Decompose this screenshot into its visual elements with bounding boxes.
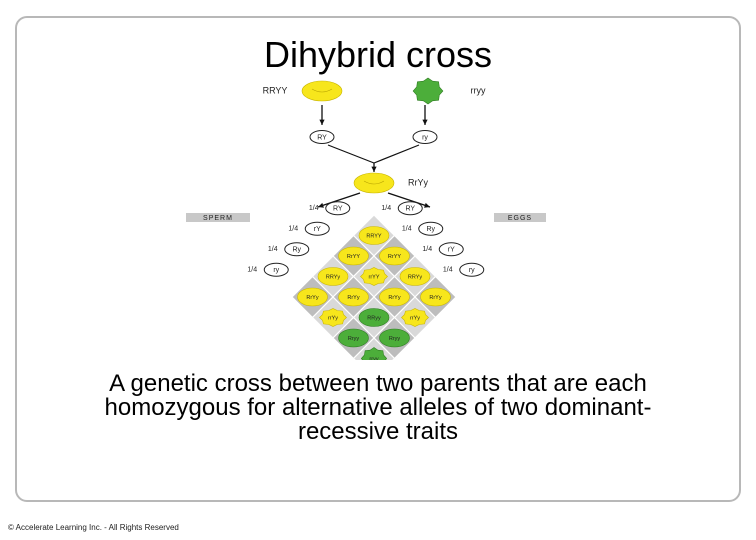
f1-arrow-right bbox=[387, 192, 431, 208]
gamete-ry-dominant bbox=[309, 130, 335, 144]
gamete-ry-dominant-label: RY bbox=[317, 134, 327, 141]
sperm-fraction: 1/4 bbox=[309, 205, 319, 212]
offspring-genotype: RrYY bbox=[347, 254, 360, 260]
sperm-gamete-label: ry bbox=[273, 267, 279, 274]
parent2-green-pea bbox=[412, 77, 444, 105]
eggs-label: EGGS bbox=[508, 215, 532, 222]
egg-gamete-label: RY bbox=[405, 206, 415, 213]
offspring-genotype: rrYY bbox=[369, 274, 380, 280]
offspring-green-wrinkled-pea bbox=[360, 347, 388, 360]
egg-gamete bbox=[459, 262, 485, 277]
sperm-fraction: 1/4 bbox=[288, 226, 298, 233]
parent2-genotype: rryy bbox=[471, 85, 486, 95]
converge-line-left bbox=[327, 144, 375, 164]
sperm-gamete-label: RY bbox=[333, 206, 343, 213]
sperm-label-bar bbox=[186, 213, 250, 222]
offspring-genotype: rrYy bbox=[410, 315, 420, 321]
f1-yellow-pea bbox=[353, 172, 395, 194]
sperm-gamete-label: Ry bbox=[292, 247, 301, 254]
offspring-green-pea bbox=[338, 328, 369, 348]
egg-fraction: 1/4 bbox=[402, 226, 412, 233]
offspring-genotype: RrYy bbox=[347, 295, 359, 301]
offspring-yellow-pea bbox=[379, 287, 410, 307]
f1-arrow-left bbox=[317, 192, 361, 208]
offspring-yellow-pea bbox=[379, 246, 410, 266]
parent2-arrow-head bbox=[422, 119, 428, 125]
egg-gamete-label: ry bbox=[469, 267, 475, 274]
offspring-genotype: RRYy bbox=[408, 274, 423, 280]
f1-arrow-right-head bbox=[424, 202, 430, 208]
f1-genotype: RrYy bbox=[408, 177, 428, 187]
offspring-yellow-pea bbox=[358, 226, 390, 245]
egg-fraction: 1/4 bbox=[422, 246, 432, 253]
egg-gamete bbox=[418, 221, 444, 236]
offspring-yellow-pea bbox=[399, 267, 431, 286]
f1-arrow-left-head bbox=[318, 202, 324, 208]
offspring-genotype: rrYy bbox=[328, 315, 338, 321]
eggs-label-bar bbox=[494, 213, 546, 222]
offspring-genotype: RrYy bbox=[306, 295, 318, 301]
sperm-gamete bbox=[325, 201, 351, 216]
egg-gamete bbox=[438, 242, 464, 257]
offspring-green-pea bbox=[358, 308, 390, 327]
offspring-genotype: RrYy bbox=[388, 295, 400, 301]
parent1-yellow-pea-crease bbox=[311, 88, 333, 93]
gamete-ry-recessive bbox=[412, 130, 438, 144]
sperm-gamete bbox=[304, 221, 330, 236]
parent1-yellow-pea bbox=[301, 80, 343, 102]
parent1-arrow-head bbox=[319, 119, 325, 125]
f1-yellow-pea-crease bbox=[363, 180, 385, 185]
offspring-genotype: RrYy bbox=[429, 295, 441, 301]
offspring-genotype: RRYy bbox=[326, 274, 341, 280]
offspring-yellow-pea bbox=[420, 287, 451, 307]
egg-gamete-label: Ry bbox=[426, 226, 435, 233]
parent1-genotype: RRYY bbox=[263, 85, 288, 95]
egg-gamete-label: rY bbox=[448, 247, 455, 254]
caption-line-2: homozygous for alternative alleles of tw… bbox=[104, 394, 652, 421]
sperm-gamete-label: rY bbox=[314, 226, 321, 233]
sperm-fraction: 1/4 bbox=[268, 246, 278, 253]
offspring-genotype: RrYY bbox=[388, 254, 401, 260]
offspring-yellow-wrinkled-pea bbox=[319, 308, 347, 327]
offspring-genotype: RRYY bbox=[366, 233, 382, 239]
caption-line-1: A genetic cross between two parents that… bbox=[109, 370, 647, 397]
gamete-ry-recessive-label: ry bbox=[422, 134, 428, 141]
converge-line-right bbox=[373, 144, 420, 164]
caption-line-3: recessive traits bbox=[297, 418, 459, 445]
sperm-gamete bbox=[263, 262, 289, 277]
egg-fraction: 1/4 bbox=[381, 205, 391, 212]
sperm-gamete bbox=[284, 242, 310, 257]
offspring-genotype: Rryy bbox=[389, 336, 401, 342]
slide-title: Dihybrid cross bbox=[263, 34, 493, 75]
f1-arrow-head bbox=[371, 166, 377, 172]
egg-fraction: 1/4 bbox=[443, 267, 453, 274]
offspring-yellow-pea bbox=[338, 246, 369, 266]
offspring-yellow-wrinkled-pea bbox=[401, 308, 429, 327]
offspring-yellow-pea bbox=[338, 287, 369, 307]
offspring-genotype: rryy bbox=[369, 356, 378, 360]
slide-caption: A genetic cross between two parents that… bbox=[40, 372, 716, 444]
sperm-fraction: 1/4 bbox=[247, 267, 257, 274]
offspring-yellow-wrinkled-pea bbox=[360, 267, 388, 286]
offspring-yellow-pea bbox=[297, 287, 328, 307]
copyright-footer: © Accelerate Learning Inc. - All Rights … bbox=[8, 523, 179, 532]
egg-gamete bbox=[397, 201, 423, 216]
sperm-label: SPERM bbox=[203, 215, 233, 222]
offspring-genotype: RRyy bbox=[367, 315, 381, 321]
offspring-genotype: Rryy bbox=[348, 336, 360, 342]
offspring-yellow-pea bbox=[317, 267, 349, 286]
offspring-green-pea bbox=[379, 328, 410, 348]
